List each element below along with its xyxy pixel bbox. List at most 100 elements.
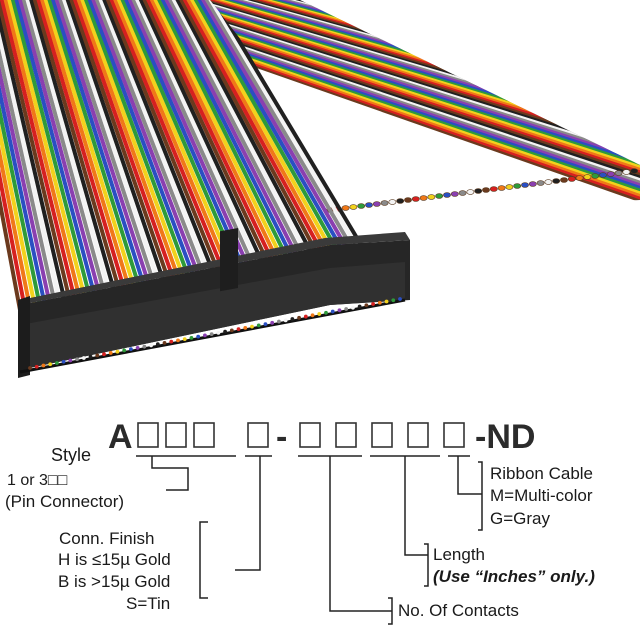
front-wire bbox=[58, 0, 162, 287]
contact-dot bbox=[203, 333, 207, 338]
front-wire bbox=[0, 0, 22, 311]
contact-dot bbox=[95, 353, 100, 358]
wire-end bbox=[513, 183, 522, 189]
wire-end bbox=[575, 175, 584, 181]
contact-dot bbox=[256, 323, 261, 328]
front-wire bbox=[1, 0, 82, 301]
front-wire bbox=[33, 0, 127, 293]
front-wire bbox=[80, 0, 192, 282]
contact-dot bbox=[324, 310, 328, 315]
contact-dot bbox=[115, 349, 120, 354]
front-wire bbox=[0, 0, 57, 305]
pn-box bbox=[371, 422, 393, 448]
front-wire bbox=[123, 0, 252, 272]
front-wire bbox=[152, 0, 292, 265]
wire-end bbox=[567, 176, 576, 182]
contact-dot bbox=[129, 347, 133, 352]
front-wire bbox=[112, 0, 237, 275]
contact-dot bbox=[364, 303, 369, 308]
front-wire bbox=[51, 0, 152, 289]
part-number-suffix: -ND bbox=[475, 418, 536, 456]
wire-end bbox=[388, 199, 397, 205]
front-wire bbox=[192, 0, 347, 256]
finish-h-option: H is ≤15µ Gold bbox=[58, 550, 171, 569]
connector-contact-row bbox=[28, 297, 402, 370]
wire-end bbox=[365, 202, 373, 208]
front-wire bbox=[159, 0, 302, 264]
pn-box bbox=[299, 422, 321, 448]
front-wire bbox=[19, 0, 107, 297]
contact-dot bbox=[391, 298, 396, 303]
length-title: Length bbox=[433, 545, 485, 564]
front-wire bbox=[0, 0, 32, 309]
wire-end bbox=[372, 201, 381, 207]
front-wire bbox=[98, 0, 217, 278]
contact-dot bbox=[48, 362, 53, 367]
front-wire bbox=[44, 0, 142, 291]
front-wire bbox=[206, 0, 367, 253]
contact-dot bbox=[88, 354, 93, 359]
wire-end bbox=[614, 170, 623, 176]
wire-end bbox=[411, 196, 420, 202]
wire-end bbox=[458, 190, 467, 196]
style-pin-connector: (Pin Connector) bbox=[5, 492, 125, 511]
front-wire bbox=[48, 0, 147, 290]
pn-box bbox=[335, 422, 357, 448]
front-ribbon-cable bbox=[0, 0, 367, 311]
style-options: 1 or 3□□ bbox=[7, 472, 68, 489]
pn-box bbox=[407, 422, 429, 448]
part-number-dash: - bbox=[276, 418, 288, 456]
front-wire bbox=[156, 0, 297, 265]
front-wire bbox=[120, 0, 247, 273]
contact-dot bbox=[135, 346, 140, 350]
front-wire bbox=[116, 0, 242, 274]
contact-dot bbox=[344, 307, 349, 311]
wire-end bbox=[521, 182, 529, 188]
front-wire bbox=[138, 0, 272, 269]
front-wire bbox=[30, 0, 122, 294]
pn-box bbox=[443, 422, 465, 448]
finish-s-option: S=Tin bbox=[126, 594, 171, 613]
contact-dot bbox=[34, 364, 39, 369]
length-note: (Use “Inches” only.) bbox=[433, 567, 595, 586]
ribbon-gray-option: G=Gray bbox=[490, 509, 550, 528]
front-wire bbox=[87, 0, 202, 281]
wire-end bbox=[497, 185, 506, 191]
contact-dot bbox=[250, 324, 254, 329]
contact-dot bbox=[75, 357, 79, 362]
wire-end bbox=[599, 172, 607, 178]
front-wire bbox=[185, 0, 337, 258]
front-wire bbox=[0, 0, 52, 306]
contact-dot bbox=[169, 339, 174, 344]
front-wire bbox=[91, 0, 207, 280]
front-wire bbox=[188, 0, 342, 257]
front-wire bbox=[15, 0, 102, 297]
wire-end bbox=[427, 194, 436, 200]
wire-end bbox=[466, 189, 475, 195]
contact-dot bbox=[263, 322, 268, 326]
front-wire bbox=[109, 0, 232, 276]
front-wire bbox=[174, 0, 322, 260]
wire-end bbox=[357, 203, 366, 209]
contact-dot bbox=[182, 337, 187, 342]
contact-dot bbox=[330, 309, 335, 314]
front-wire bbox=[0, 0, 27, 310]
contacts-label: No. Of Contacts bbox=[398, 601, 519, 620]
pn-box bbox=[165, 422, 187, 448]
front-wire bbox=[105, 0, 227, 276]
front-wire bbox=[40, 0, 137, 292]
front-wire bbox=[55, 0, 157, 288]
contact-dot bbox=[290, 317, 295, 321]
pn-box bbox=[137, 422, 159, 448]
wire-end bbox=[341, 205, 350, 211]
contact-dot bbox=[55, 361, 59, 365]
wire-end bbox=[419, 195, 428, 201]
front-wire bbox=[12, 0, 97, 298]
front-wire bbox=[37, 0, 132, 292]
contact-dot bbox=[270, 320, 275, 325]
contact-dot bbox=[297, 315, 301, 320]
front-wire bbox=[0, 0, 72, 302]
wire-end bbox=[380, 200, 389, 206]
back-cable-wire-ends bbox=[326, 168, 639, 213]
front-wire bbox=[0, 0, 77, 302]
